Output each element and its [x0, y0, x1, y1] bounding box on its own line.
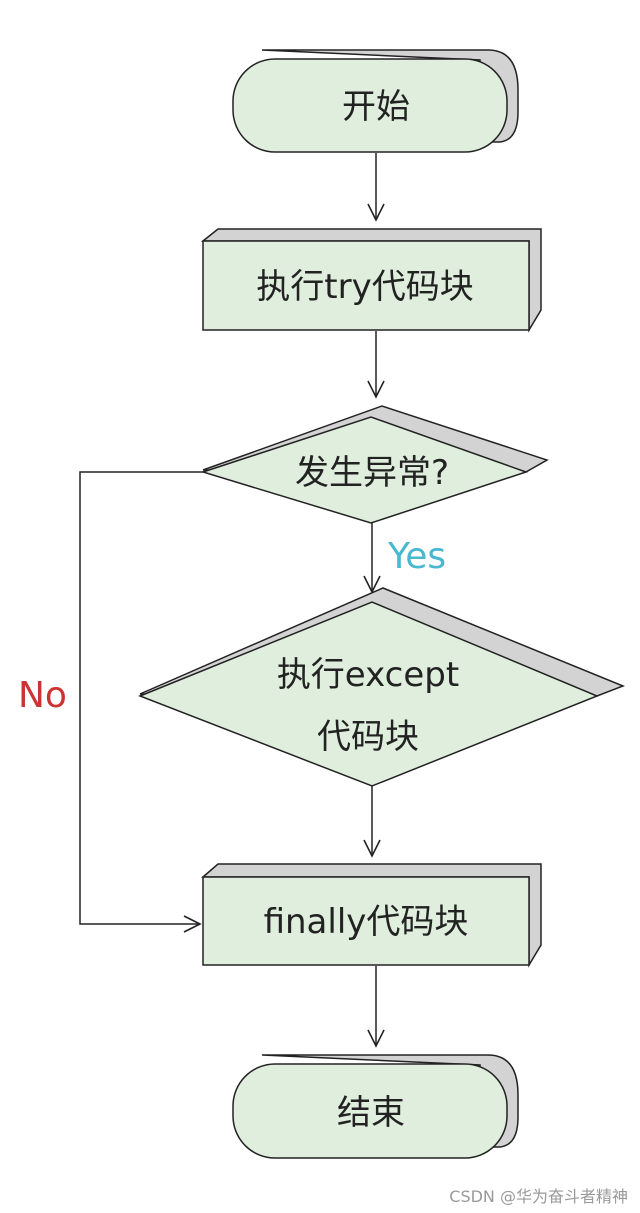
except-label-line2: 代码块 [317, 717, 419, 757]
no-label: No [18, 675, 67, 716]
yes-label: Yes [387, 536, 446, 577]
try-block-node: 执行try代码块 [200, 228, 542, 333]
edge-no [79, 471, 203, 933]
finally-block-node: finally代码块 [200, 863, 542, 968]
end-node: 结束 [232, 1054, 519, 1159]
try-block-label: 执行try代码块 [256, 267, 473, 307]
except-label-line1: 执行except [277, 655, 459, 695]
decision-label: 发生异常? [295, 453, 449, 493]
watermark: CSDN @华为奋斗者精神 [449, 1187, 628, 1206]
start-label: 开始 [342, 87, 410, 127]
except-node: 执行except 代码块 [137, 587, 626, 787]
finally-block-label: finally代码块 [264, 902, 469, 942]
decision-node: 发生异常? [200, 405, 549, 524]
start-node: 开始 [232, 49, 519, 153]
end-label: 结束 [337, 1093, 405, 1133]
